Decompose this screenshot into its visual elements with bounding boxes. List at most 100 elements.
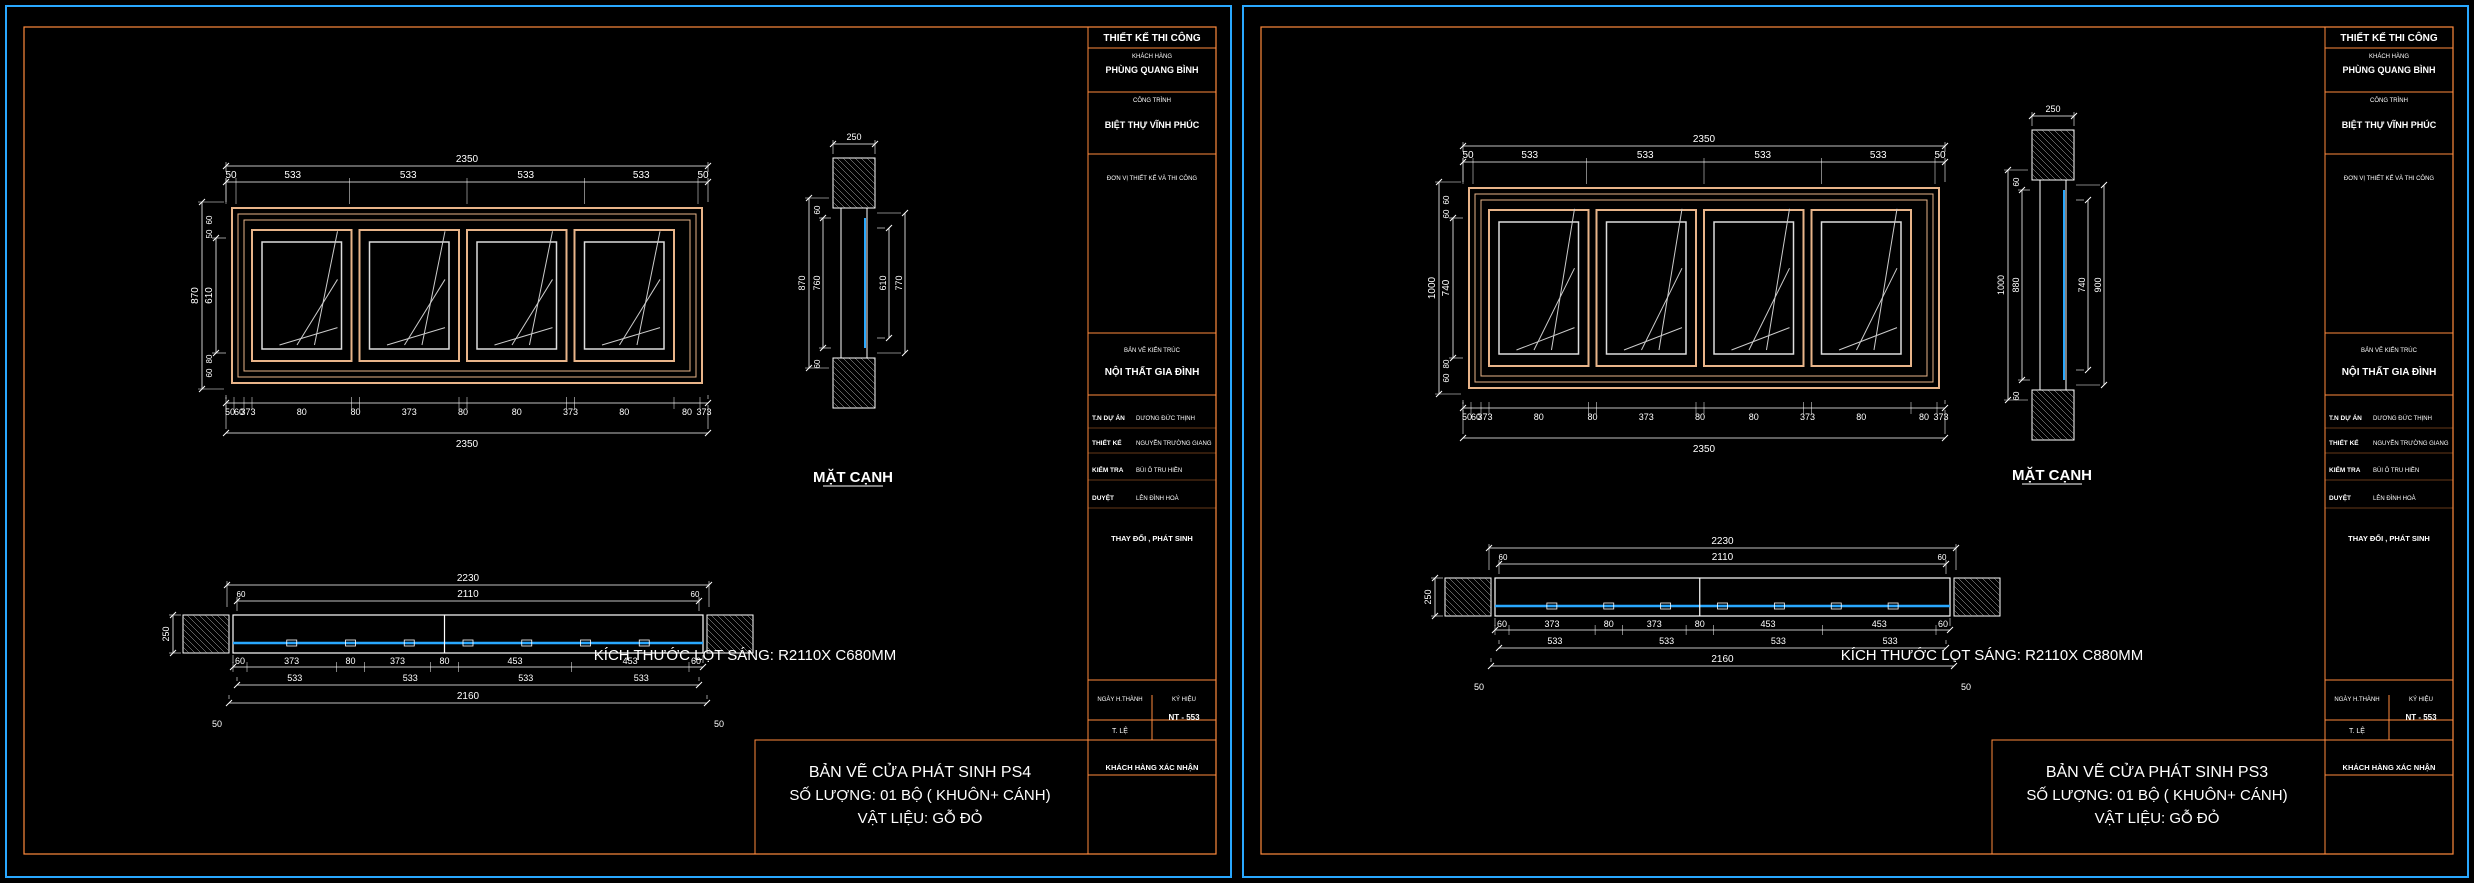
hatch-line — [832, 359, 876, 403]
hatch-line — [2031, 131, 2075, 175]
hatch-line — [854, 357, 876, 379]
hatch-line — [1987, 577, 2001, 591]
side-section — [832, 157, 876, 409]
dim-total: 2350 — [1693, 134, 1716, 145]
door-panel — [466, 229, 568, 362]
dimension-tick — [699, 663, 707, 671]
plan-hinge — [462, 639, 474, 647]
hatch-line — [710, 614, 750, 654]
plan-hinge — [638, 639, 650, 647]
door-panel — [1488, 209, 1590, 367]
hatch-line — [1454, 577, 1492, 615]
door-frame-rebate — [1480, 199, 1928, 377]
wall-hatch-bottom — [2031, 389, 2075, 441]
dimension-tick — [225, 699, 233, 707]
dim-plan-end: 60 — [1499, 553, 1508, 562]
hatch-line — [860, 157, 876, 173]
dim-bottom-segment: 60 — [1471, 412, 1481, 422]
hatch-line — [2059, 389, 2075, 405]
role-label: THIẾT KẾ — [1092, 437, 1122, 447]
hatch-line — [2065, 389, 2075, 399]
dim-top-segment: 50 — [1462, 150, 1474, 161]
dimension-tick — [1942, 644, 1950, 652]
dim-side-right: 740 — [2077, 277, 2087, 292]
info-material: VẬT LIỆU: GỖ ĐỎ — [858, 809, 983, 827]
hatch-line — [728, 614, 754, 640]
hatch-border — [706, 614, 754, 654]
dim-bottom-segment: 50 — [1462, 412, 1472, 422]
hatch-line — [832, 189, 852, 209]
client-label: KHÁCH HÀNG — [2369, 53, 2409, 60]
dim-plan-part: 60 — [1938, 619, 1948, 629]
dim-side-right: 610 — [878, 275, 888, 290]
dimension-tick — [1941, 404, 1949, 412]
dim-side-left: 880 — [2011, 277, 2021, 292]
hatch-line — [182, 628, 208, 654]
dim-top-segment: 50 — [225, 170, 237, 181]
dim-bottom-segment: 80 — [297, 407, 307, 417]
hatch-line — [1953, 579, 1991, 617]
hatch-line — [734, 614, 754, 634]
hatch-line — [2031, 137, 2075, 181]
role-label: T.N DỰ ÁN — [1092, 413, 1125, 422]
dim-bottom-segment: 373 — [240, 407, 255, 417]
dim-bottom-segment: 373 — [1639, 412, 1654, 422]
hatch-line — [854, 157, 876, 179]
scale-label: T. LỆ — [1112, 726, 1128, 735]
hatch-line — [832, 389, 852, 409]
dim-plan-total: 2160 — [1711, 654, 1734, 665]
front-elevation — [231, 207, 703, 384]
glass-hatch — [601, 327, 661, 346]
hatch-line — [1963, 577, 2001, 615]
role-name: NGUYỄN TRƯỜNG GIANG — [1136, 440, 1212, 447]
dim-side-left: 60 — [813, 359, 822, 368]
hatch-line — [216, 614, 230, 628]
hatch-line — [706, 634, 726, 654]
drawing-symbol: NT - 553 — [1168, 713, 1200, 722]
dimension-tick — [1495, 644, 1503, 652]
dim-plan-inner: 2110 — [457, 589, 479, 600]
glass-hatch — [386, 327, 446, 346]
project-name: BIỆT THỰ VĨNH PHÚC — [1105, 119, 1200, 130]
scale-label: T. LỆ — [2349, 726, 2365, 735]
plan-hinge — [1546, 602, 1558, 610]
hatch-line — [1444, 609, 1452, 617]
dim-top-segment: 533 — [400, 170, 417, 181]
glass-pane — [1820, 221, 1902, 355]
dim-plan-panel: 533 — [1883, 636, 1898, 646]
hatch-line — [832, 371, 870, 409]
wall-hatch-right — [706, 614, 754, 654]
client-label: KHÁCH HÀNG — [1132, 53, 1172, 60]
dim-bottom-segment: 80 — [1695, 412, 1705, 422]
door-panel — [1810, 209, 1912, 367]
info-box — [1991, 739, 2326, 855]
hatch-line — [2035, 129, 2075, 169]
hatch-line — [872, 357, 876, 361]
drawing-type-label: BẢN VẼ KIẾN TRÚC — [1124, 347, 1181, 354]
glass-hatch — [1765, 208, 1790, 351]
glass-pane — [476, 241, 558, 350]
dim-left-part: 60 — [1442, 209, 1451, 218]
dim-total-bottom: 2350 — [456, 439, 479, 450]
dim-plan-end: 60 — [237, 590, 246, 599]
glass-hatch — [421, 231, 446, 346]
hatch-line — [204, 614, 230, 640]
dim-total: 2350 — [456, 154, 479, 165]
dim-plan-panel: 533 — [518, 673, 533, 683]
door-frame-outer — [1468, 187, 1940, 389]
dim-bottom-segment: 80 — [1587, 412, 1597, 422]
dim-bottom-segment: 80 — [1919, 412, 1929, 422]
hatch-line — [832, 183, 858, 209]
dim-plan-part: 80 — [345, 656, 355, 666]
dim-plan-panel: 533 — [1659, 636, 1674, 646]
dim-side-right: 770 — [894, 275, 904, 290]
hatch-line — [842, 357, 876, 391]
dim-bottom-segment: 373 — [563, 407, 578, 417]
design-unit-label: ĐƠN VỊ THIẾT KẾ VÀ THI CÔNG — [1107, 175, 1197, 182]
dim-plan-panel: 533 — [403, 673, 418, 683]
dim-plan-outer: 2230 — [1711, 536, 1734, 547]
clear-size-note: KÍCH THƯỚC LỌT SÁNG: R2110X C880MM — [1841, 647, 2143, 664]
hatch-line — [1953, 597, 1973, 617]
dim-bottom-segment: 373 — [1477, 412, 1492, 422]
dimension-tick — [2084, 366, 2092, 374]
